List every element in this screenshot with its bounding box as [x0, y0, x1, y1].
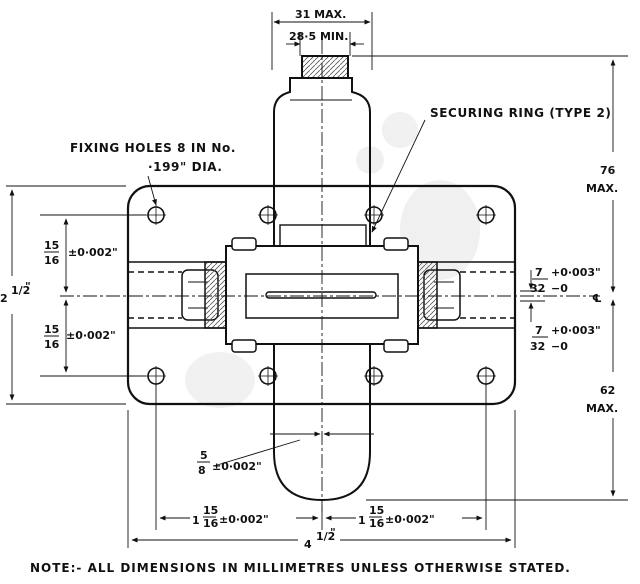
svg-text:32: 32: [530, 340, 545, 353]
svg-text:15: 15: [203, 504, 218, 517]
svg-text:7: 7: [535, 324, 543, 337]
svg-text:±0·002": ±0·002": [385, 513, 435, 526]
bottom-left-dimension: 1 15 16 ±0·002": [190, 504, 296, 530]
mounting-flange: [126, 184, 517, 406]
svg-text:": ": [25, 280, 31, 293]
svg-text:1/2: 1/2: [11, 284, 30, 297]
securing-ring: [279, 224, 367, 247]
fixing-hole: [476, 205, 496, 225]
height-top-unit: MAX.: [586, 182, 618, 195]
centreline-symbol: ℄: [592, 292, 602, 305]
svg-text:±0·002": ±0·002": [212, 460, 262, 473]
fixing-hole: [364, 366, 384, 386]
securing-ring-label: SECURING RING (TYPE 2): [430, 106, 612, 120]
svg-text:1: 1: [192, 514, 200, 527]
left-screw-plug: [181, 261, 230, 329]
svg-text:16: 16: [44, 338, 60, 351]
bottom-right-dimension: 1 15 16 ±0·002": [356, 504, 462, 530]
svg-text:±0·002": ±0·002": [66, 329, 116, 342]
upper-left-dimension: 15 16 ±0·002": [44, 239, 118, 267]
watermark: [185, 112, 480, 408]
fixing-holes-label-line2: ·199" DIA.: [148, 160, 223, 174]
dimension-lines: [6, 12, 628, 548]
centre-lines: [60, 40, 600, 512]
fixing-hole: [476, 366, 496, 386]
svg-text:1: 1: [358, 514, 366, 527]
svg-text:5: 5: [200, 449, 208, 462]
upper-right-dimension: 7 32 +0·003" −0: [530, 266, 601, 295]
centre-dimension: 5 8 ±0·002": [197, 439, 301, 477]
svg-text:+0·003": +0·003": [551, 324, 601, 337]
width-max-text: 31 MAX.: [295, 8, 346, 21]
svg-text:16: 16: [203, 517, 219, 530]
fixing-hole: [146, 366, 166, 386]
height-top-value: 76: [600, 164, 616, 177]
svg-text:2: 2: [0, 292, 8, 305]
total-width-dimension: 4 1/2 ": [304, 526, 336, 551]
svg-text:±0·002": ±0·002": [68, 246, 118, 259]
dimensions-note: NOTE:- ALL DIMENSIONS IN MILLIMETRES UNL…: [30, 561, 571, 575]
fixing-holes-label-line1: FIXING HOLES 8 IN No.: [70, 141, 236, 155]
svg-text:15: 15: [369, 504, 384, 517]
clamp-nuts: [231, 237, 409, 353]
svg-text:16: 16: [44, 254, 60, 267]
svg-text:8: 8: [198, 464, 206, 477]
height-bottom-unit: MAX.: [586, 402, 618, 415]
svg-text:4: 4: [304, 538, 312, 551]
height-bottom-value: 62: [600, 384, 615, 397]
svg-text:16: 16: [369, 517, 385, 530]
svg-text:32: 32: [530, 282, 545, 295]
total-height-dimension: 2 1/2 ": [0, 280, 31, 305]
svg-text:15: 15: [44, 239, 59, 252]
fixing-hole: [364, 205, 384, 225]
svg-text:−0: −0: [551, 340, 568, 353]
lower-right-dimension: 7 32 +0·003" −0: [530, 324, 601, 353]
svg-text:1/2: 1/2: [316, 530, 335, 543]
svg-text:±0·002": ±0·002": [219, 513, 269, 526]
svg-text:7: 7: [535, 266, 543, 279]
svg-text:": ": [330, 526, 336, 539]
upper-tube: [273, 55, 371, 246]
fixing-hole: [146, 205, 166, 225]
ferrite-slot: [265, 291, 377, 299]
lower-left-dimension: 15 16 ±0·002": [44, 323, 116, 351]
svg-text:+0·003": +0·003": [551, 266, 601, 279]
width-min-text: 28·5 MIN.: [289, 30, 348, 43]
svg-text:−0: −0: [551, 282, 568, 295]
svg-text:15: 15: [44, 323, 59, 336]
